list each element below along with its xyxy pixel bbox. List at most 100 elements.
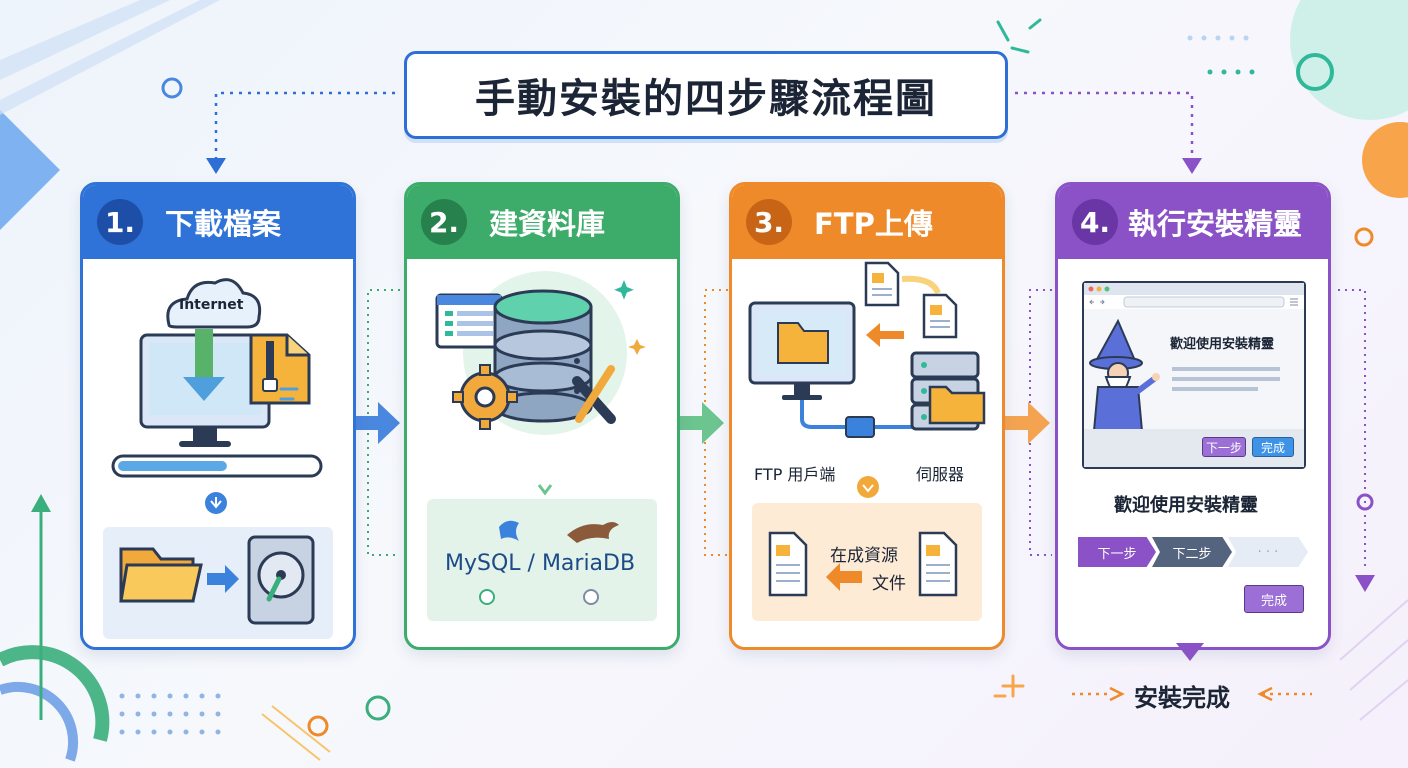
ring-topright (1296, 53, 1334, 91)
step-header: 2. 建資料庫 (407, 185, 677, 259)
document-icon (864, 261, 958, 339)
stepper-step-1-label: 下一步 (1097, 546, 1137, 562)
title-connector-right-head (1182, 158, 1202, 174)
step-label: 下載檔案 (165, 207, 282, 241)
radio-mysql (479, 589, 495, 605)
title-connector-left (214, 91, 395, 160)
download-illustration (103, 278, 333, 639)
completion-label: 安裝完成 (1134, 684, 1230, 712)
download-progress-fill (118, 461, 227, 471)
step-number: 4. (1072, 199, 1118, 245)
step-label: FTP上傳 (814, 207, 933, 241)
step-card-ftp: 3. FTP上傳 (729, 182, 1005, 650)
hard-drive-icon (247, 535, 315, 625)
folder-icon (119, 547, 203, 603)
wizard-caption: 歡迎使用安裝精靈 (1114, 495, 1258, 516)
arrow-step-2-to-3 (676, 402, 724, 444)
finish-button[interactable]: 完成 (1244, 585, 1304, 613)
step-label: 建資料庫 (489, 207, 606, 241)
network-cable (800, 400, 916, 429)
step-card-wizard: 4. 執行安裝精靈 歡迎 (1055, 182, 1331, 661)
corner-circle-topright (1290, 0, 1408, 120)
dots-topright (1187, 35, 1255, 75)
arrow-up-head (31, 494, 51, 512)
step-number: 2. (421, 199, 467, 245)
stepper-step-2-label: 下二步 (1172, 546, 1212, 562)
window-next-button[interactable]: 下一步 (1202, 437, 1246, 457)
text-line (1172, 387, 1258, 391)
diagonal-lines-bottom (261, 705, 331, 761)
corner-triangle-left (0, 110, 60, 230)
zip-file-icon (249, 333, 311, 405)
dots-bottomleft (119, 693, 221, 735)
internet-label: Internet (179, 297, 244, 313)
corner-circle-orange (1362, 122, 1408, 198)
text-line (1172, 377, 1280, 381)
database-label: MySQL / MariaDB (445, 551, 636, 576)
cloud-icon (166, 278, 262, 329)
transfer-left-arrow-icon (826, 563, 862, 591)
step-header: 1. 下載檔案 (83, 185, 353, 259)
diagonal-stripes-right (1339, 599, 1408, 721)
sparkle-topright (996, 18, 1042, 54)
window-finish-button[interactable]: 完成 (1252, 437, 1294, 457)
stepper-step-3[interactable]: · · · (1228, 537, 1308, 567)
files-label-line1: 在成資源 (830, 546, 898, 566)
download-arrow-icon (195, 329, 213, 379)
bracket-1-2 (367, 289, 400, 556)
radio-mariadb (583, 589, 599, 605)
step-header: 4. 執行安裝精靈 (1058, 185, 1328, 259)
back-icon (1089, 299, 1094, 305)
step-number: 1. (97, 199, 143, 245)
corner-stripes (0, 0, 220, 115)
step-number: 3. (746, 199, 792, 245)
database-icon (493, 289, 593, 423)
wizard-icon (1089, 318, 1160, 432)
stepper-step-3-label: · · · (1257, 544, 1279, 560)
text-line (1172, 367, 1280, 371)
database-illustration (427, 271, 657, 621)
arrow-step-1-to-2 (350, 402, 400, 444)
server-label: 伺服器 (916, 465, 965, 484)
ring-blue-topleft (161, 77, 183, 99)
bracket-right-head (1355, 575, 1375, 592)
title-connector-left-head (206, 158, 226, 174)
mariadb-seal-icon (567, 522, 619, 543)
bracket-right (1338, 289, 1366, 570)
config-window-icon (435, 293, 503, 349)
step-down-icon (857, 476, 879, 498)
window-heading: 歡迎使用安裝精靈 (1170, 337, 1275, 352)
gear-icon (452, 364, 518, 430)
step-header: 3. FTP上傳 (732, 185, 1002, 259)
server-icon (910, 351, 986, 431)
step-card-database: 2. 建資料庫 (404, 182, 680, 650)
ftp-illustration (748, 261, 986, 621)
ftp-client-label: FTP 用戶端 (754, 465, 836, 484)
ring-green-bottom (365, 695, 391, 721)
ring-orange-small (1354, 227, 1374, 247)
upload-arrow-icon (866, 323, 904, 347)
mysql-dolphin-icon (499, 520, 519, 541)
plus-bottomright (993, 674, 1025, 698)
forward-icon (1100, 299, 1105, 305)
client-monitor-icon (748, 301, 856, 400)
step-card-download: 1. 下載檔案 (80, 182, 356, 650)
remote-file-icon (918, 531, 958, 597)
arrow-step-3-to-4 (1002, 402, 1050, 444)
stepper-step-1[interactable]: 下一步 (1078, 537, 1156, 567)
stepper-step-2[interactable]: 下二步 (1152, 537, 1232, 567)
title-connector-right (1015, 91, 1194, 160)
transfer-arrow-icon (207, 565, 239, 593)
ring-orange-bottom (307, 715, 329, 737)
step-down-icon (537, 484, 553, 496)
step-label: 執行安裝精靈 (1128, 207, 1303, 241)
arc-bottomleft (0, 645, 110, 742)
files-label-line2: 文件 (872, 574, 906, 594)
wizard-browser-window: 歡迎使用安裝精靈 下一步 完成 (1082, 281, 1306, 469)
arc-bottomleft-blue (0, 681, 79, 762)
card-pointer (1176, 643, 1204, 661)
page-title: 手動安裝的四步驟流程圖 (404, 51, 1008, 139)
local-file-icon (768, 531, 808, 597)
menu-icon (1290, 298, 1298, 306)
